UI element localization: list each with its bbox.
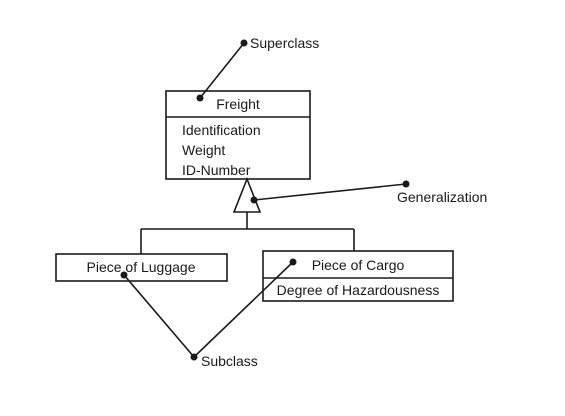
subclass-pointer-dot-luggage (120, 271, 128, 279)
generalization-callout-label: Generalization (397, 189, 487, 205)
subclass-pointer-dot-cargo (289, 258, 297, 266)
luggage-box (55, 253, 228, 282)
subclass-piece-of-cargo: Piece of Cargo Degree of Hazardousness (262, 250, 454, 302)
subclass-callout-dot (190, 353, 198, 361)
freight-attribute-identification: Identification (182, 122, 261, 138)
luggage-class-name: Piece of Luggage (87, 259, 196, 275)
freight-box (165, 90, 311, 180)
generalization-triangle (232, 176, 262, 213)
callout-subclass: Subclass (120, 258, 297, 369)
superclass-callout-dot (240, 39, 248, 47)
superclass-freight: Freight Identification Weight ID-Number (165, 90, 311, 180)
callout-generalization: Generalization (250, 180, 487, 205)
freight-attribute-id-number: ID-Number (182, 162, 251, 178)
superclass-pointer-dot (196, 94, 204, 102)
subclass-piece-of-luggage: Piece of Luggage (55, 253, 228, 282)
subclass-pointer-line-luggage (123, 274, 195, 358)
superclass-pointer-line (199, 42, 245, 99)
callout-superclass: Superclass (196, 35, 319, 102)
superclass-callout-label: Superclass (250, 35, 319, 51)
generalization-callout-dot (402, 180, 410, 188)
subclass-callout-label: Subclass (201, 353, 258, 369)
freight-attribute-weight: Weight (182, 142, 225, 158)
cargo-attribute-hazardousness: Degree of Hazardousness (277, 282, 440, 298)
freight-class-name: Freight (216, 96, 260, 112)
cargo-class-name: Piece of Cargo (312, 257, 405, 273)
generalization-pointer-dot (250, 196, 258, 204)
generalization-pointer-line (253, 183, 407, 201)
generalization-connector (140, 176, 355, 254)
subclass-pointer-line-cargo (193, 261, 294, 358)
